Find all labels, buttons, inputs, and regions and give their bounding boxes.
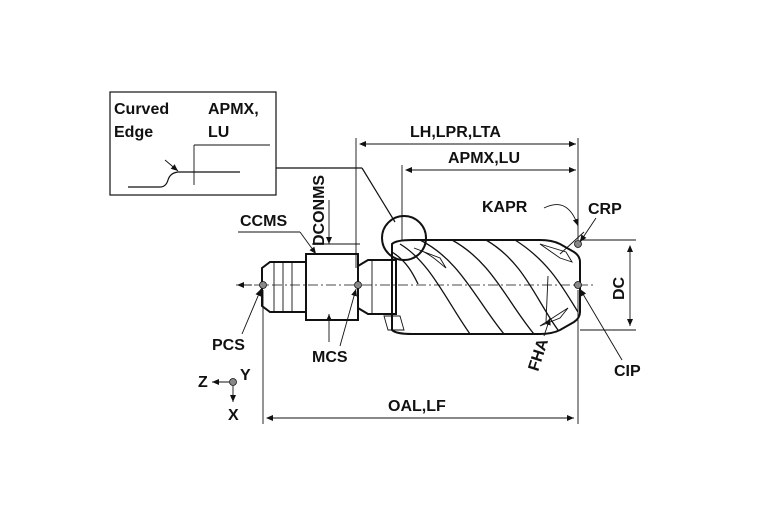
cip-point [574, 281, 582, 289]
flute-root [391, 251, 419, 285]
flute-2 [419, 239, 505, 335]
flute-1 [399, 243, 471, 335]
apmx-lu-label: APMX,LU [448, 150, 520, 167]
mcs-label: MCS [312, 349, 348, 366]
axis-x-label: X [228, 407, 239, 424]
inset-frame [109, 91, 277, 196]
flute-3 [451, 239, 535, 335]
crp-leader [579, 217, 597, 243]
ccms-callout: CCMS [238, 213, 317, 255]
cip-leader [579, 288, 623, 361]
oal-lf-label: OAL,LF [388, 398, 446, 415]
flute-4 [485, 239, 559, 331]
dim-dc: DC [580, 239, 636, 331]
axis-z-label: Z [198, 374, 208, 391]
dim-dconms: DCONMS [311, 175, 360, 342]
dconms-label: DCONMS [311, 175, 328, 246]
lh-lpr-lta-label: LH,LPR,LTA [410, 124, 501, 141]
axis-origin [229, 378, 237, 386]
dim-oal-lf: OAL,LF [262, 290, 579, 424]
ccms-leader [299, 231, 317, 255]
kapr-arc [543, 204, 579, 227]
corner-shade [539, 243, 574, 263]
dim-apmx-lu: APMX,LU [401, 150, 576, 240]
pcs-point [259, 281, 267, 289]
inset-apmx-label: APMX, [208, 101, 259, 118]
fha-label: FHA [526, 336, 552, 373]
curved-edge-inset: Curved Edge APMX, LU [109, 91, 396, 223]
axis-triad: Z Y X [198, 367, 251, 424]
fha-leader-1 [543, 317, 551, 337]
inset-leader-arrow [164, 159, 179, 172]
inset-edge-label: Edge [114, 124, 153, 141]
pcs-label: PCS [212, 337, 245, 354]
tool-body [261, 239, 581, 335]
cutting-head [391, 239, 581, 335]
cip-label: CIP [614, 363, 641, 380]
crp-point [574, 240, 582, 248]
shank-thread [261, 261, 307, 313]
dim-lh-lpr-lta: LH,LPR,LTA [355, 124, 579, 268]
flute-5 [514, 239, 579, 313]
flute-shade-1 [413, 247, 447, 269]
inset-curved-profile [128, 171, 240, 188]
mcs-point [354, 281, 362, 289]
dc-label: DC [611, 276, 628, 300]
ccms-label: CCMS [240, 213, 287, 230]
shank-shade [383, 315, 405, 331]
kapr-callout: KAPR [482, 199, 585, 255]
fha-ref-line [545, 275, 549, 323]
inset-curved-label: Curved [114, 101, 169, 118]
pcs-leader [241, 288, 262, 335]
crp-label: CRP [588, 201, 622, 218]
detail-circle [381, 215, 427, 261]
kapr-label: KAPR [482, 199, 528, 216]
shank-neck [357, 259, 397, 315]
inset-lu-label: LU [208, 124, 229, 141]
axis-y-label: Y [240, 367, 251, 384]
mcs-leader [339, 288, 357, 347]
inset-connector-diagonal [361, 167, 396, 223]
